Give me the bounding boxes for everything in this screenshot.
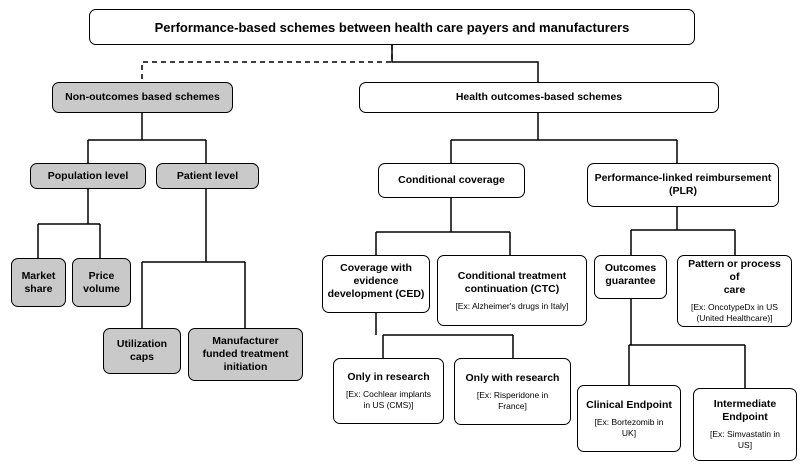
ctc-label: Conditional treatment continuation (CTC) (457, 269, 567, 295)
health-outcomes-box: Health outcomes-based schemes (359, 82, 719, 113)
only-in-research-example: [Ex: Cochlear implants in US (CMS)] (345, 389, 432, 410)
intermediate-endpoint-box: Intermediate Endpoint [Ex: Simvastatin i… (693, 388, 797, 461)
ced-label: Coverage with evidence development (CED) (327, 262, 425, 300)
non-outcomes-label: Non-outcomes based schemes (65, 91, 220, 103)
clinical-endpoint-example: [Ex: Bortezomib in UK] (594, 416, 664, 438)
market-share-box: Market share (11, 258, 66, 307)
connector-ced-children (375, 313, 514, 358)
clinical-endpoint-box: Clinical Endpoint [Ex: Bortezomib in UK] (577, 385, 681, 452)
only-with-research-example: [Ex: Risperidone in France] (476, 389, 549, 411)
price-volume-label: Price volume (83, 269, 120, 295)
manufacturer-funded-box: Manufacturer funded treatment initiation (188, 328, 303, 381)
pattern-of-care-box: Pattern or process of care [Ex: Oncotype… (677, 255, 792, 327)
diagram-title: Performance-based schemes between health… (154, 19, 630, 35)
connector-nonoutcomes-levels (87, 113, 207, 163)
only-in-research-box: Only in research [Ex: Cochlear implants … (333, 358, 444, 424)
clinical-endpoint-label: Clinical Endpoint (586, 398, 672, 411)
outcomes-guarantee-label: Outcomes guarantee (604, 262, 657, 287)
connector-cc-children (375, 198, 511, 255)
price-volume-box: Price volume (72, 258, 131, 307)
outcomes-guarantee-box: Outcomes guarantee (594, 255, 667, 299)
ctc-example: [Ex: Alzheimer's drugs in Italy] (455, 300, 569, 311)
population-level-label: Population level (47, 169, 129, 182)
connector-title-outcomes (391, 45, 539, 82)
patient-level-label: Patient level (176, 169, 239, 182)
dashed-connector (141, 45, 393, 82)
conditional-coverage-box: Conditional coverage (378, 163, 525, 198)
ctc-box: Conditional treatment continuation (CTC)… (437, 255, 587, 326)
utilization-caps-box: Utilization caps (103, 328, 181, 374)
non-outcomes-box: Non-outcomes based schemes (52, 82, 233, 113)
only-in-research-label: Only in research (347, 371, 430, 383)
utilization-caps-label: Utilization caps (116, 338, 168, 363)
ced-box: Coverage with evidence development (CED) (322, 255, 430, 313)
population-level-box: Population level (30, 163, 146, 189)
pattern-of-care-example: [Ex: OncotypeDx in US (United Healthcare… (691, 302, 778, 323)
intermediate-endpoint-label: Intermediate Endpoint (713, 398, 777, 423)
health-outcomes-label: Health outcomes-based schemes (455, 91, 623, 103)
only-with-research-label: Only with research (465, 371, 560, 384)
only-with-research-box: Only with research [Ex: Risperidone in F… (454, 358, 571, 425)
pattern-of-care-label: Pattern or process of care (688, 258, 781, 296)
plr-label: Performance-linked reimbursement (PLR) (594, 172, 772, 197)
connector-patient-children (141, 189, 246, 328)
patient-level-box: Patient level (156, 163, 259, 189)
connector-og-children (628, 299, 746, 388)
manufacturer-funded-label: Manufacturer funded treatment initiation (202, 335, 289, 373)
connector-outcomes-children (450, 113, 678, 163)
connector-population-children (37, 189, 101, 258)
title-box: Performance-based schemes between health… (89, 9, 695, 45)
intermediate-endpoint-example: [Ex: Simvastatin in US] (710, 429, 780, 450)
conditional-coverage-label: Conditional coverage (398, 174, 505, 186)
plr-box: Performance-linked reimbursement (PLR) (587, 163, 779, 207)
connector-plr-children (630, 207, 736, 255)
market-share-label: Market share (21, 269, 56, 295)
